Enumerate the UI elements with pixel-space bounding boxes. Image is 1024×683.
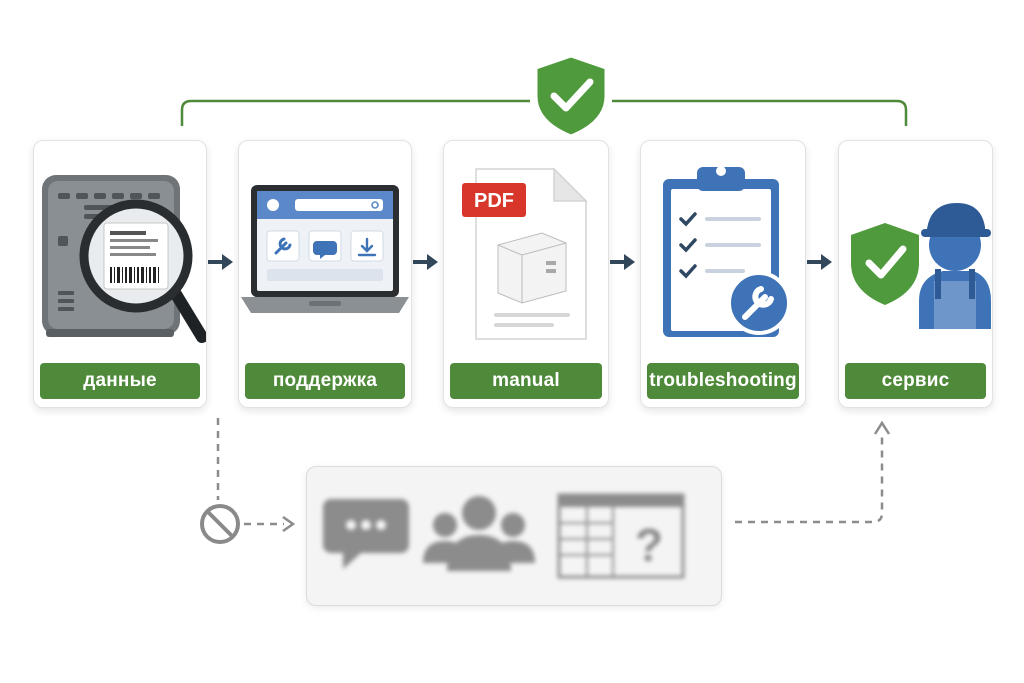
top-bracket-right xyxy=(612,99,908,126)
service-technician-shield-icon xyxy=(851,203,991,329)
pdf-document-icon: PDF xyxy=(462,167,588,340)
prohibited-icon xyxy=(200,504,240,544)
shield-check-icon xyxy=(534,54,608,138)
step-label: manual xyxy=(450,363,602,399)
device-magnifier-barcode-icon xyxy=(42,175,206,343)
dashed-arrowhead-right xyxy=(282,515,296,533)
dashed-arrowhead-up xyxy=(873,420,891,435)
flow-arrow-2 xyxy=(413,254,438,270)
step-label: troubleshooting xyxy=(647,363,799,399)
step-label: данные xyxy=(40,363,200,399)
blurred-alternative-panel: ? xyxy=(306,466,722,606)
dashed-return-line xyxy=(735,434,884,524)
pdf-badge xyxy=(462,183,526,217)
clipboard-checklist-wrench-icon xyxy=(663,166,791,337)
chat-bubble-icon xyxy=(323,499,409,569)
flow-arrow-4 xyxy=(807,254,832,270)
step-card-data: данные xyxy=(33,140,207,408)
step-label: поддержка xyxy=(245,363,405,399)
step-card-support: поддержка xyxy=(238,140,412,408)
top-bracket-left xyxy=(180,99,530,126)
step-card-manual: PDF manual xyxy=(443,140,609,408)
table-question-icon: ? xyxy=(557,493,685,579)
svg-text:?: ? xyxy=(635,519,663,571)
step-card-troubleshooting: troubleshooting xyxy=(640,140,806,408)
svg-text:PDF: PDF xyxy=(474,190,514,212)
group-people-icon xyxy=(423,496,535,571)
flow-arrow-3 xyxy=(610,254,635,270)
laptop-support-portal-icon xyxy=(241,185,409,313)
flow-arrow-1 xyxy=(208,254,233,270)
step-label: сервис xyxy=(845,363,986,399)
step-card-service: сервис xyxy=(838,140,993,408)
